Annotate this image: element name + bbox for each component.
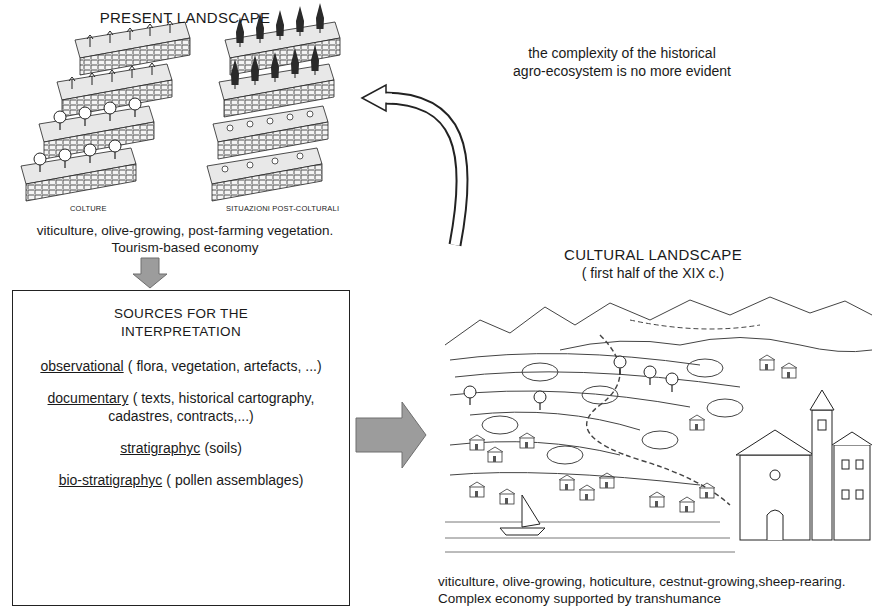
source-detail: (soils) (205, 440, 242, 456)
heading-row: SOURCES FOR THE INTERPRETATION (33, 305, 329, 341)
group-subheading: ( first half of the XIX c.) (430, 264, 876, 282)
box-heading: SOURCES FOR THE INTERPRETATION (86, 305, 276, 341)
description-row: viticulture, olive-growing, hoticulture,… (430, 573, 876, 607)
source-item: bio-stratigraphyc( pollen assemblages) (33, 471, 329, 489)
source-detail: ( texts, historical cartography, cadastr… (108, 390, 314, 424)
source-detail: ( pollen assemblages) (166, 472, 303, 488)
source-item: observational ( flora, vegetation, artefa… (33, 357, 329, 375)
illustration-label: COLTURE (70, 204, 107, 213)
group-description: viticulture, olive-growing, hoticulture,… (438, 574, 845, 606)
connector-arrow (356, 402, 426, 468)
sources-box: SOURCES FOR THE INTERPRETATION observatio… (12, 290, 350, 606)
group-heading: CULTURAL LANDSCAPE (430, 245, 876, 264)
connector-arrow (362, 85, 462, 245)
illustration-label: SITUAZIONI POST-COLTURALI (226, 204, 339, 213)
source-type: stratigraphyc (120, 440, 200, 456)
connector-label: the complexity of the historical agro-ec… (512, 44, 732, 80)
landscape-group: PRESENT LANDSCAPE viticulture, olive-grow… (10, 8, 360, 256)
description-row: viticulture, olive-growing, post-farming… (10, 222, 360, 256)
heading-row: PRESENT LANDSCAPE (10, 8, 360, 27)
landscape-group: CULTURAL LANDSCAPE( first half of the XI… (430, 245, 876, 607)
source-type: bio-stratigraphyc (59, 472, 163, 488)
group-description: viticulture, olive-growing, post-farming… (37, 223, 333, 255)
source-type: documentary (48, 390, 129, 406)
connector-arrow (133, 258, 167, 288)
heading-row: CULTURAL LANDSCAPE( first half of the XI… (430, 245, 876, 282)
group-heading: PRESENT LANDSCAPE (10, 8, 360, 27)
source-item: stratigraphyc (soils) (33, 439, 329, 457)
source-detail: ( flora, vegetation, artefacts, ...) (128, 358, 322, 374)
source-type: observational (40, 358, 123, 374)
source-item: documentary( texts, historical cartograp… (33, 389, 329, 425)
